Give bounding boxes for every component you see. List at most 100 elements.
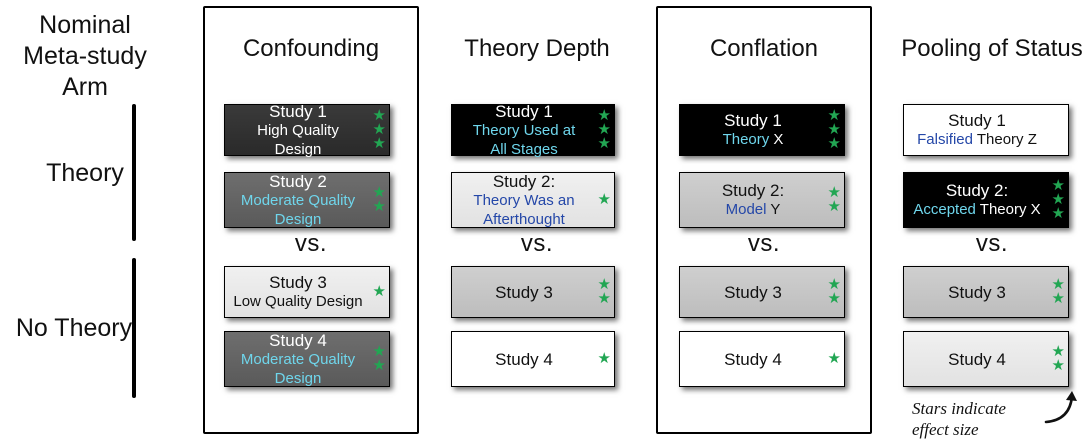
star-icon: ★ bbox=[827, 198, 841, 215]
effect-size-stars: ★ bbox=[828, 332, 841, 386]
vs-label: vs. bbox=[975, 230, 1009, 257]
study-text: Theory Z bbox=[972, 131, 1037, 148]
study-text: Theory Was an bbox=[473, 191, 575, 209]
star-icon: ★ bbox=[372, 184, 386, 201]
star-icon: ★ bbox=[597, 290, 611, 307]
star-icon: ★ bbox=[827, 135, 841, 152]
study-name: Study 3 bbox=[269, 273, 327, 292]
study-description: Falsified Theory Z bbox=[917, 130, 1037, 149]
study-text: Afterthought bbox=[483, 210, 565, 228]
study-name: Study 3 bbox=[724, 283, 782, 302]
study-name: Study 3 bbox=[948, 283, 1006, 302]
study-text: Moderate Quality bbox=[240, 191, 356, 209]
study-description: Theory Used at bbox=[473, 121, 576, 140]
star-icon: ★ bbox=[1051, 357, 1065, 374]
star-icon: ★ bbox=[597, 276, 611, 293]
star-icon: ★ bbox=[1051, 343, 1065, 360]
star-icon: ★ bbox=[827, 184, 841, 201]
study-name: Study 4 bbox=[495, 350, 553, 369]
study-text: X bbox=[769, 131, 784, 148]
study-name: Study 1 bbox=[495, 102, 553, 121]
effect-size-stars: ★ bbox=[598, 173, 611, 227]
study-description: All Stages bbox=[490, 140, 558, 159]
study-name: Study 2: bbox=[722, 181, 784, 200]
no-theory-arm-label: No Theory bbox=[15, 314, 133, 342]
effect-size-stars: ★★★ bbox=[598, 105, 611, 155]
meta-study-arm-header: Nominal Meta-study Arm bbox=[23, 11, 147, 101]
study-description: Accepted Theory X bbox=[913, 200, 1040, 219]
study-text: Study 3 bbox=[495, 282, 553, 302]
star-icon: ★ bbox=[1051, 205, 1065, 222]
study-box: Study 3 ★★ bbox=[451, 266, 615, 318]
star-icon: ★ bbox=[1051, 191, 1065, 208]
study-text: Low Quality Design bbox=[233, 293, 363, 310]
study-box: Study 3★★ bbox=[903, 266, 1069, 318]
effect-size-stars: ★★ bbox=[828, 267, 841, 317]
study-description: Theory X bbox=[723, 130, 784, 149]
study-name: Study 4 bbox=[269, 331, 327, 350]
study-description: Moderate Quality bbox=[241, 191, 355, 210]
effect-size-stars: ★ bbox=[373, 267, 386, 317]
study-text: Y bbox=[766, 201, 781, 218]
study-text: Theory X bbox=[975, 201, 1041, 218]
study-name: Study 3 bbox=[495, 283, 553, 302]
curved-arrow-icon bbox=[1044, 391, 1077, 424]
effect-size-stars: ★★ bbox=[373, 332, 386, 386]
study-box: Study 2:Accepted Theory X ★★★ bbox=[903, 172, 1069, 228]
study-description: Moderate Quality bbox=[241, 350, 355, 369]
study-text: Study 4 bbox=[948, 349, 1006, 369]
study-text: Study 2: bbox=[721, 181, 785, 200]
study-box: Study 3 ★★ bbox=[679, 266, 845, 318]
effect-size-stars: ★★★ bbox=[373, 105, 386, 155]
study-text: Study 4 bbox=[269, 330, 327, 350]
star-icon: ★ bbox=[597, 107, 611, 124]
effect-size-stars: ★★★ bbox=[1052, 173, 1065, 227]
study-description: Afterthought bbox=[483, 210, 565, 229]
study-box: Study 4★ bbox=[451, 331, 615, 387]
study-name: Study 4 bbox=[948, 350, 1006, 369]
study-text: Study 4 bbox=[724, 349, 782, 369]
study-text: All Stages bbox=[490, 140, 558, 158]
study-text: Accepted bbox=[913, 201, 976, 218]
study-text: Study 2 bbox=[269, 171, 327, 191]
study-description: Design bbox=[275, 210, 322, 229]
study-text: Moderate Quality bbox=[240, 350, 356, 368]
theory-arm-label: Theory bbox=[46, 159, 124, 187]
study-name: Study 1 bbox=[724, 111, 782, 130]
study-text: Theory Used at bbox=[472, 121, 576, 139]
confounding-column-frame bbox=[203, 6, 419, 434]
effect-size-stars: ★★★ bbox=[828, 105, 841, 155]
study-description: Low Quality Design bbox=[233, 292, 362, 311]
star-icon: ★ bbox=[597, 135, 611, 152]
study-text: Study 1 bbox=[269, 101, 327, 121]
study-text: Study 2: bbox=[945, 181, 1009, 200]
star-icon: ★ bbox=[372, 283, 386, 300]
star-icon: ★ bbox=[827, 107, 841, 124]
column-title-pooling-of-status: Pooling of Status bbox=[901, 35, 1083, 62]
study-name: Study 2: bbox=[493, 172, 555, 191]
study-name: Study 1 bbox=[269, 102, 327, 121]
study-name: Study 1 bbox=[948, 111, 1006, 130]
study-text: Theory bbox=[722, 131, 770, 148]
star-icon: ★ bbox=[372, 198, 386, 215]
study-text: Falsified bbox=[917, 131, 973, 148]
star-icon: ★ bbox=[827, 350, 841, 367]
star-icon: ★ bbox=[372, 135, 386, 152]
star-icon: ★ bbox=[827, 121, 841, 138]
theory-arm-divider bbox=[132, 104, 136, 241]
effect-size-stars: ★★ bbox=[373, 173, 386, 227]
star-icon: ★ bbox=[1051, 276, 1065, 293]
effect-size-stars: ★★ bbox=[828, 173, 841, 227]
study-description: Theory Was an bbox=[473, 191, 574, 210]
study-name: Study 2: bbox=[946, 181, 1008, 200]
study-name: Study 2 bbox=[269, 172, 327, 191]
study-text: High Quality Design bbox=[257, 121, 339, 158]
study-text: Design bbox=[274, 369, 322, 387]
column-title-confounding: Confounding bbox=[242, 35, 380, 62]
